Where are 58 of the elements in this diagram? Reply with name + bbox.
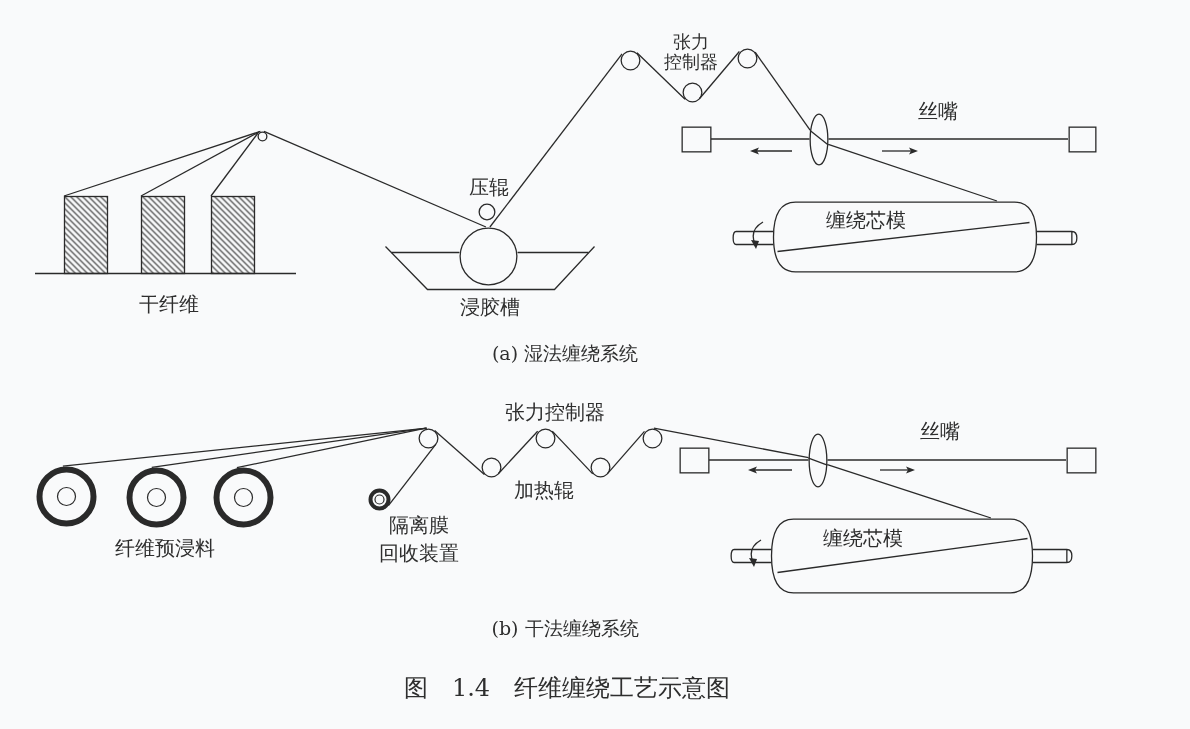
roller [735,46,759,70]
part-label: 浸胶槽 [460,295,520,319]
guide-rail [710,138,811,140]
end-block [679,124,713,154]
subfigure-caption: (b) 干法缠绕系统 [491,616,639,640]
roller [618,48,642,72]
fiber-line [63,130,262,197]
fiber-line [636,52,686,100]
fiber-line [151,427,428,468]
part-label: 隔离膜回收装置 [379,512,460,567]
end-block [1064,445,1098,475]
spool [124,465,188,529]
spool [34,464,98,528]
end-block [677,445,711,475]
fiber-line [236,427,427,469]
figure-caption: 图 1.4 纤维缠绕工艺示意图 [404,673,730,703]
roller [680,80,704,104]
fiber-line [263,130,487,228]
spool [211,465,275,529]
fiber-bobbin [209,194,256,275]
guide-rail [826,459,1067,461]
guide-rail [827,138,1069,140]
fiber-line [140,130,261,197]
roller [477,202,497,222]
nozzle [808,111,830,167]
part-label: 干纤维 [139,292,199,316]
fiber-line [433,429,486,476]
fiber-line [826,464,992,519]
part-label: 加热辊 [514,478,574,502]
part-label: 压辊 [469,175,509,199]
fiber-line [210,132,259,197]
roller [533,426,557,450]
fiber-line [551,430,594,475]
fiber-bobbin [62,194,109,275]
part-label: 张力控制器 [664,32,719,72]
part-label: 纤维预浸料 [115,536,215,560]
part-label: 缠绕芯模 [823,526,903,550]
fiber-line [489,53,623,228]
fiber-line [754,51,811,131]
nozzle [807,431,829,489]
roller [255,129,269,143]
guide-rail [708,459,810,461]
part-label: 丝嘴 [918,99,958,123]
fiber-line [62,427,428,467]
roller [640,426,664,450]
film-roll [367,486,393,512]
roller [416,426,440,450]
part-label: 张力控制器 [505,400,605,424]
end-block [1066,124,1098,154]
fiber-bobbin [139,194,186,275]
subfigure-caption: (a) 湿法缠绕系统 [491,341,639,365]
part-label: 丝嘴 [920,419,960,443]
roller [588,455,612,479]
part-label: 缠绕芯模 [826,208,906,232]
fiber-line [827,143,998,202]
fiber-line [387,443,437,507]
fiber-line [653,427,810,459]
roller [479,455,503,479]
